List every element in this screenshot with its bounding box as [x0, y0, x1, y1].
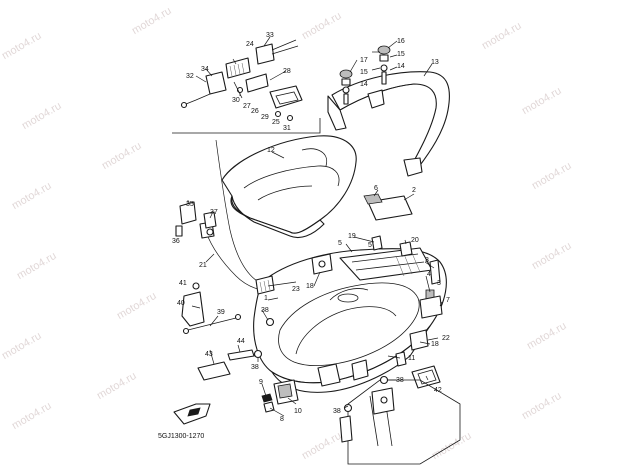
pad-parts [197, 349, 255, 381]
callout-3a: 3 [425, 257, 429, 264]
switch-group-parts [175, 201, 217, 237]
lower-right-parts [395, 351, 441, 389]
frame-fragment [339, 379, 461, 465]
callout-22: 22 [442, 335, 450, 342]
grommet-parts [253, 317, 389, 413]
callout-33: 33 [266, 32, 274, 39]
callout-18a: 18 [306, 283, 314, 290]
callout-23: 23 [292, 286, 300, 293]
seat-box-part [253, 247, 447, 393]
callout-13: 13 [431, 59, 439, 66]
callout-38a: 38 [261, 307, 269, 314]
callout-16: 16 [397, 38, 405, 45]
inset-bracket [172, 118, 321, 134]
callout-5b: 5 [368, 242, 372, 249]
callout-31: 31 [283, 125, 291, 132]
seat-liner-part [221, 135, 357, 239]
callout-41: 41 [179, 280, 187, 287]
callout-29: 29 [261, 114, 269, 121]
callout-28: 28 [283, 68, 291, 75]
callout-24: 24 [246, 41, 254, 48]
callout-5a: 5 [338, 240, 342, 247]
callout-37: 37 [210, 209, 218, 216]
callout-4: 4 [427, 271, 431, 278]
callout-38b: 38 [251, 364, 259, 371]
diagram-code: 5GJ1300-1270 [158, 433, 205, 440]
callout-14b: 14 [397, 63, 405, 70]
callout-40: 40 [177, 300, 185, 307]
holder-parts [261, 379, 299, 413]
callout-1: 1 [264, 295, 268, 302]
grab-bar-part [327, 71, 450, 177]
callout-43: 43 [205, 351, 213, 358]
grab-bar-fasteners [339, 45, 391, 105]
callout-3b: 3 [437, 280, 441, 287]
callout-36: 36 [172, 238, 180, 245]
callout-32: 32 [186, 73, 194, 80]
callout-9: 9 [259, 379, 263, 386]
callout-19: 19 [348, 233, 356, 240]
callout-38d: 38 [333, 408, 341, 415]
callout-15a: 15 [360, 69, 368, 76]
inset-harness-group [180, 39, 303, 122]
callout-2: 2 [412, 187, 416, 194]
leader-lines [187, 36, 443, 417]
callout-15b: 15 [397, 51, 405, 58]
label-parts [363, 193, 413, 221]
latch-parts [311, 235, 429, 381]
callout-25: 25 [272, 119, 280, 126]
front-arrow-icon [173, 403, 211, 425]
callout-12: 12 [267, 147, 275, 154]
callout-44: 44 [237, 338, 245, 345]
callout-labels: 24 33 34 32 28 30 27 26 29 25 31 16 15 1… [172, 32, 450, 423]
callout-34: 34 [201, 66, 209, 73]
callout-39: 39 [217, 309, 225, 316]
callout-27: 27 [243, 103, 251, 110]
callout-30: 30 [232, 97, 240, 104]
side-bracket-parts [419, 259, 443, 319]
callout-42: 42 [434, 387, 442, 394]
callout-10: 10 [294, 408, 302, 415]
callout-18b: 18 [431, 341, 439, 348]
callout-35: 35 [186, 201, 194, 208]
callout-14a: 14 [360, 81, 368, 88]
callout-8: 8 [280, 416, 284, 423]
callout-38c: 38 [396, 377, 404, 384]
callout-11: 11 [408, 355, 415, 362]
callout-21: 21 [199, 262, 207, 269]
harness-wire [215, 139, 263, 285]
callout-17: 17 [360, 57, 368, 64]
callout-7: 7 [446, 297, 450, 304]
callout-20: 20 [411, 237, 419, 244]
callout-6: 6 [374, 185, 378, 192]
callout-26: 26 [251, 108, 259, 115]
cable-bracket-parts [181, 282, 242, 335]
